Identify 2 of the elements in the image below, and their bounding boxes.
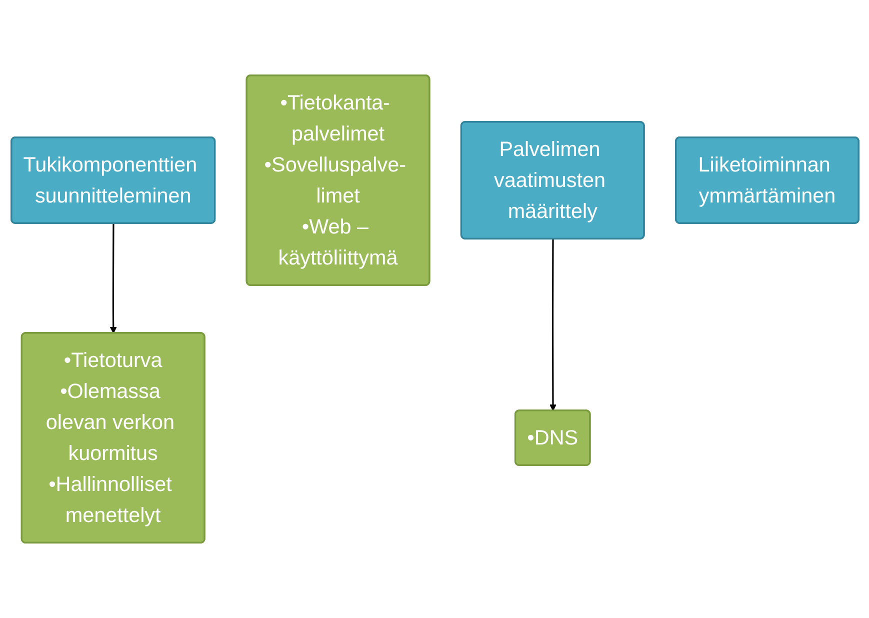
arrow: [109, 224, 116, 334]
arrow: [549, 239, 556, 412]
